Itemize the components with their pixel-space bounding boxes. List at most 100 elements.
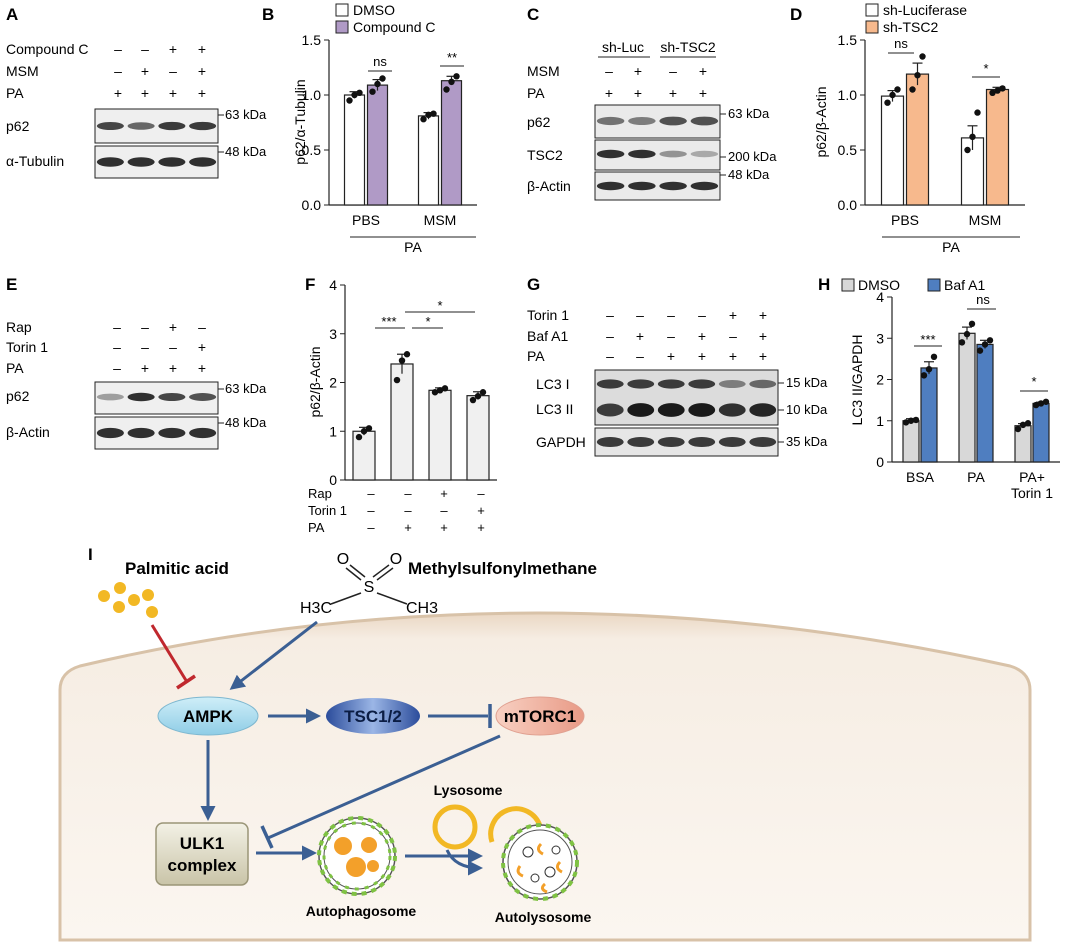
chart-b-xlabel: PA <box>404 239 422 255</box>
legend-label: Baf A1 <box>944 277 985 293</box>
palmitic-acid-dots <box>98 582 158 618</box>
blot-band <box>596 403 624 417</box>
blot-band <box>627 436 655 448</box>
y-tick-label: 2 <box>876 372 884 388</box>
bar <box>920 367 938 463</box>
data-point <box>436 387 444 394</box>
sign: + <box>759 328 767 344</box>
data-point <box>425 111 432 119</box>
data-point <box>479 389 487 396</box>
data-point <box>969 133 976 140</box>
blot-band <box>659 181 687 191</box>
sign: + <box>698 348 706 364</box>
sign: + <box>141 85 149 101</box>
marker-label: 48 kDa <box>728 167 770 182</box>
blot-band <box>158 121 186 131</box>
sign: – <box>367 503 375 518</box>
msm-structure: O O S H3C CH3 <box>300 551 438 617</box>
data-point <box>365 425 373 432</box>
legend-label: Compound C <box>353 19 436 35</box>
blot-g: Torin 1 Baf A1 PA – – – – + + – + – + – … <box>527 307 828 457</box>
sign: + <box>759 307 767 323</box>
band-label: LC3 I <box>536 376 569 392</box>
x-tick-label: BSA <box>906 469 935 485</box>
blot-band <box>659 150 687 158</box>
data-point <box>907 417 915 424</box>
data-point <box>1014 425 1022 433</box>
data-point <box>474 392 482 400</box>
blot-band <box>657 379 685 389</box>
data-point <box>989 89 996 97</box>
lysosome <box>432 804 478 850</box>
panel-letter-g: G <box>527 275 540 294</box>
sign: – <box>169 339 177 355</box>
atom-label: H3C <box>300 600 332 617</box>
chart-b-ylabel: p62/α-Tubulin <box>292 79 308 164</box>
data-point <box>393 376 401 384</box>
tsc-node <box>326 698 420 734</box>
data-point <box>902 419 910 426</box>
data-point <box>976 347 984 354</box>
data-point <box>999 85 1006 92</box>
sign: + <box>141 63 149 79</box>
y-tick-label: 0 <box>876 454 884 470</box>
msm-label: Methylsulfonylmethane <box>408 559 597 578</box>
sign: + <box>477 503 485 518</box>
sign: + <box>729 307 737 323</box>
blot-e: Rap Torin 1 PA – – + – – – – + – + + + p… <box>6 319 267 450</box>
data-point <box>356 89 363 97</box>
data-point <box>403 351 411 358</box>
blot-c-row-label: MSM <box>527 63 560 79</box>
sign: + <box>699 63 707 79</box>
sign: + <box>169 85 177 101</box>
data-point <box>453 73 460 80</box>
band-label: GAPDH <box>536 434 586 450</box>
blot-band <box>189 121 217 131</box>
panel-letter-a: A <box>6 5 18 24</box>
y-tick-label: 1.0 <box>302 87 322 103</box>
x-tick-label: PBS <box>352 212 380 228</box>
y-tick-label: 0.0 <box>838 197 858 213</box>
x-tick-label: PA+ <box>1019 469 1045 485</box>
blot-band <box>718 403 746 417</box>
band-label: p62 <box>6 118 30 134</box>
significance: * <box>425 314 430 329</box>
mtorc1-node <box>495 696 585 736</box>
significance: ns <box>894 36 908 51</box>
blot-g-signs: – – – – + + – + – + – + – – + + + + <box>606 307 767 364</box>
autolysosome <box>488 806 579 901</box>
blot-band <box>127 427 155 439</box>
significance: * <box>437 298 442 313</box>
data-point <box>958 339 966 346</box>
x-tick-label: MSM <box>424 212 457 228</box>
chart-f-row-label: Torin 1 <box>308 503 347 518</box>
sign: – <box>605 63 613 79</box>
marker-label: 48 kDa <box>225 415 267 430</box>
band-label: β-Actin <box>6 424 50 440</box>
sign: – <box>667 328 675 344</box>
significance: * <box>1031 374 1036 389</box>
sign: – <box>404 503 412 518</box>
band-label: p62 <box>6 388 30 404</box>
y-tick-label: 0.0 <box>302 197 322 213</box>
data-point <box>431 389 439 396</box>
sign: + <box>198 339 206 355</box>
y-tick-label: 1.0 <box>838 87 858 103</box>
data-point <box>346 97 353 104</box>
blot-band <box>96 121 124 131</box>
blot-band <box>596 379 624 389</box>
data-point <box>930 353 938 361</box>
sign: + <box>198 360 206 376</box>
blot-band <box>596 436 624 448</box>
ampk-node <box>157 696 259 736</box>
sign: – <box>141 319 149 335</box>
blot-band <box>96 427 124 439</box>
y-tick-label: 2 <box>329 375 337 391</box>
sign: + <box>477 520 485 535</box>
data-point <box>369 88 376 95</box>
marker-label: 63 kDa <box>225 381 267 396</box>
sign: – <box>636 307 644 323</box>
x-tick-label: PBS <box>891 212 919 228</box>
